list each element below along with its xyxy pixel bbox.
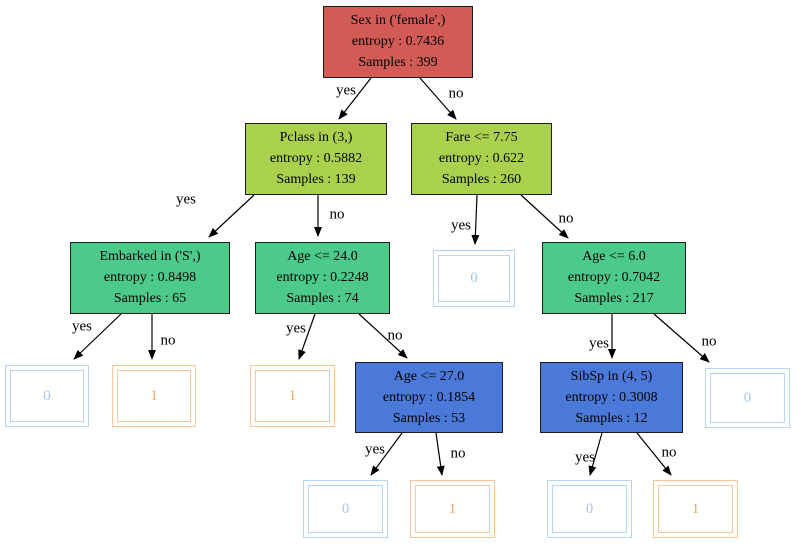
- node-condition: Age <= 6.0: [582, 249, 646, 264]
- tree-node-pclass: Pclass in (3,) entropy : 0.5882 Samples …: [245, 123, 387, 195]
- leaf-value: 1: [448, 500, 457, 517]
- tree-node-sibsp: SibSp in (4, 5) entropy : 0.3008 Samples…: [540, 362, 683, 433]
- edge-label-yes: yes: [336, 82, 356, 99]
- edge-line-fare-age6: [520, 194, 569, 239]
- node-samples: Samples : 53: [392, 411, 466, 426]
- edge-label-no: no: [661, 444, 677, 461]
- node-condition: Sex in ('female',): [350, 13, 446, 28]
- leaf-node: 1: [410, 480, 495, 538]
- edge-line-sibsp-leaf0: [588, 432, 603, 476]
- node-condition: SibSp in (4, 5): [570, 369, 653, 384]
- edge-line-age24-age27: [358, 313, 408, 359]
- tree-node-fare: Fare <= 7.75 entropy : 0.622 Samples : 2…: [411, 123, 552, 195]
- edge-label-no: no: [450, 445, 466, 462]
- leaf-value: 1: [691, 500, 700, 517]
- edge-line-sex-pclass: [338, 77, 372, 120]
- leaf-node: 0: [433, 250, 515, 307]
- node-samples: Samples : 65: [113, 291, 187, 306]
- node-samples: Samples : 12: [575, 411, 648, 426]
- edge-label-yes: yes: [72, 318, 92, 335]
- node-samples: Samples : 139: [276, 172, 356, 187]
- edge-label-yes: yes: [451, 217, 471, 234]
- node-condition: Age <= 27.0: [393, 369, 465, 384]
- leaf-value: 0: [43, 387, 51, 404]
- edge-label-no: no: [701, 333, 717, 350]
- edge-line-pclass-embarked: [208, 194, 255, 238]
- node-entropy: entropy : 0.3008: [565, 390, 658, 405]
- node-samples: Samples : 217: [574, 291, 654, 306]
- leaf-value: 0: [470, 270, 478, 286]
- tree-node-age27: Age <= 27.0 entropy : 0.1854 Samples : 5…: [355, 362, 503, 433]
- node-entropy: entropy : 0.8498: [103, 270, 197, 285]
- leaf-node: 0: [547, 480, 632, 538]
- edge-label-no: no: [448, 85, 464, 102]
- leaf-value: 1: [288, 387, 297, 404]
- node-entropy: entropy : 0.7436: [351, 34, 445, 49]
- node-entropy: entropy : 0.1854: [382, 390, 476, 405]
- tree-node-age24: Age <= 24.0 entropy : 0.2248 Samples : 7…: [255, 242, 390, 314]
- node-entropy: entropy : 0.5882: [269, 151, 363, 166]
- leaf-node: 0: [303, 480, 388, 538]
- edge-line-sibsp-leaf1: [636, 432, 672, 476]
- node-entropy: entropy : 0.7042: [567, 270, 661, 285]
- node-condition: Pclass in (3,): [279, 130, 353, 145]
- node-condition: Fare <= 7.75: [445, 130, 518, 145]
- edge-line-fare-leaf: [471, 194, 480, 245]
- edge-label-no: no: [160, 332, 176, 349]
- edge-line-embarked-leaf0: [73, 313, 122, 360]
- edge-label-no: no: [558, 210, 574, 227]
- leaf-value: 0: [585, 500, 594, 517]
- edge-line-age6-leaf0: [653, 313, 710, 363]
- leaf-node: 1: [112, 365, 196, 427]
- node-entropy: entropy : 0.2248: [276, 270, 369, 285]
- node-condition: Embarked in ('S',): [99, 249, 201, 264]
- edge-label-no: no: [329, 206, 345, 223]
- node-samples: Samples : 74: [286, 291, 359, 306]
- tree-node-age6: Age <= 6.0 entropy : 0.7042 Samples : 21…: [542, 242, 686, 314]
- edge-label-yes: yes: [286, 320, 306, 337]
- leaf-value: 0: [341, 500, 350, 517]
- tree-node-sex: Sex in ('female',) entropy : 0.7436 Samp…: [323, 6, 473, 78]
- edge-label-no: no: [387, 327, 403, 344]
- node-condition: Age <= 24.0: [287, 249, 358, 264]
- tree-node-embarked: Embarked in ('S',) entropy : 0.8498 Samp…: [70, 242, 230, 314]
- edge-line-age27-leaf1: [435, 432, 445, 476]
- edge-line-age27-leaf0: [370, 432, 403, 476]
- edge-line-age24-leaf1: [298, 313, 316, 360]
- node-samples: Samples : 260: [441, 172, 522, 187]
- leaf-value: 0: [743, 389, 752, 406]
- edge-label-yes: yes: [589, 335, 609, 352]
- leaf-node: 0: [5, 365, 89, 427]
- edge-label-yes: yes: [365, 441, 385, 458]
- node-samples: Samples : 399: [358, 55, 438, 70]
- leaf-node: 0: [705, 368, 790, 428]
- leaf-value: 1: [150, 387, 158, 404]
- leaf-node: 1: [250, 365, 335, 427]
- edge-label-yes: yes: [575, 449, 595, 466]
- leaf-node: 1: [653, 480, 738, 538]
- node-entropy: entropy : 0.622: [438, 151, 525, 166]
- edge-label-yes: yes: [176, 191, 196, 208]
- edge-line-sex-fare: [419, 77, 457, 120]
